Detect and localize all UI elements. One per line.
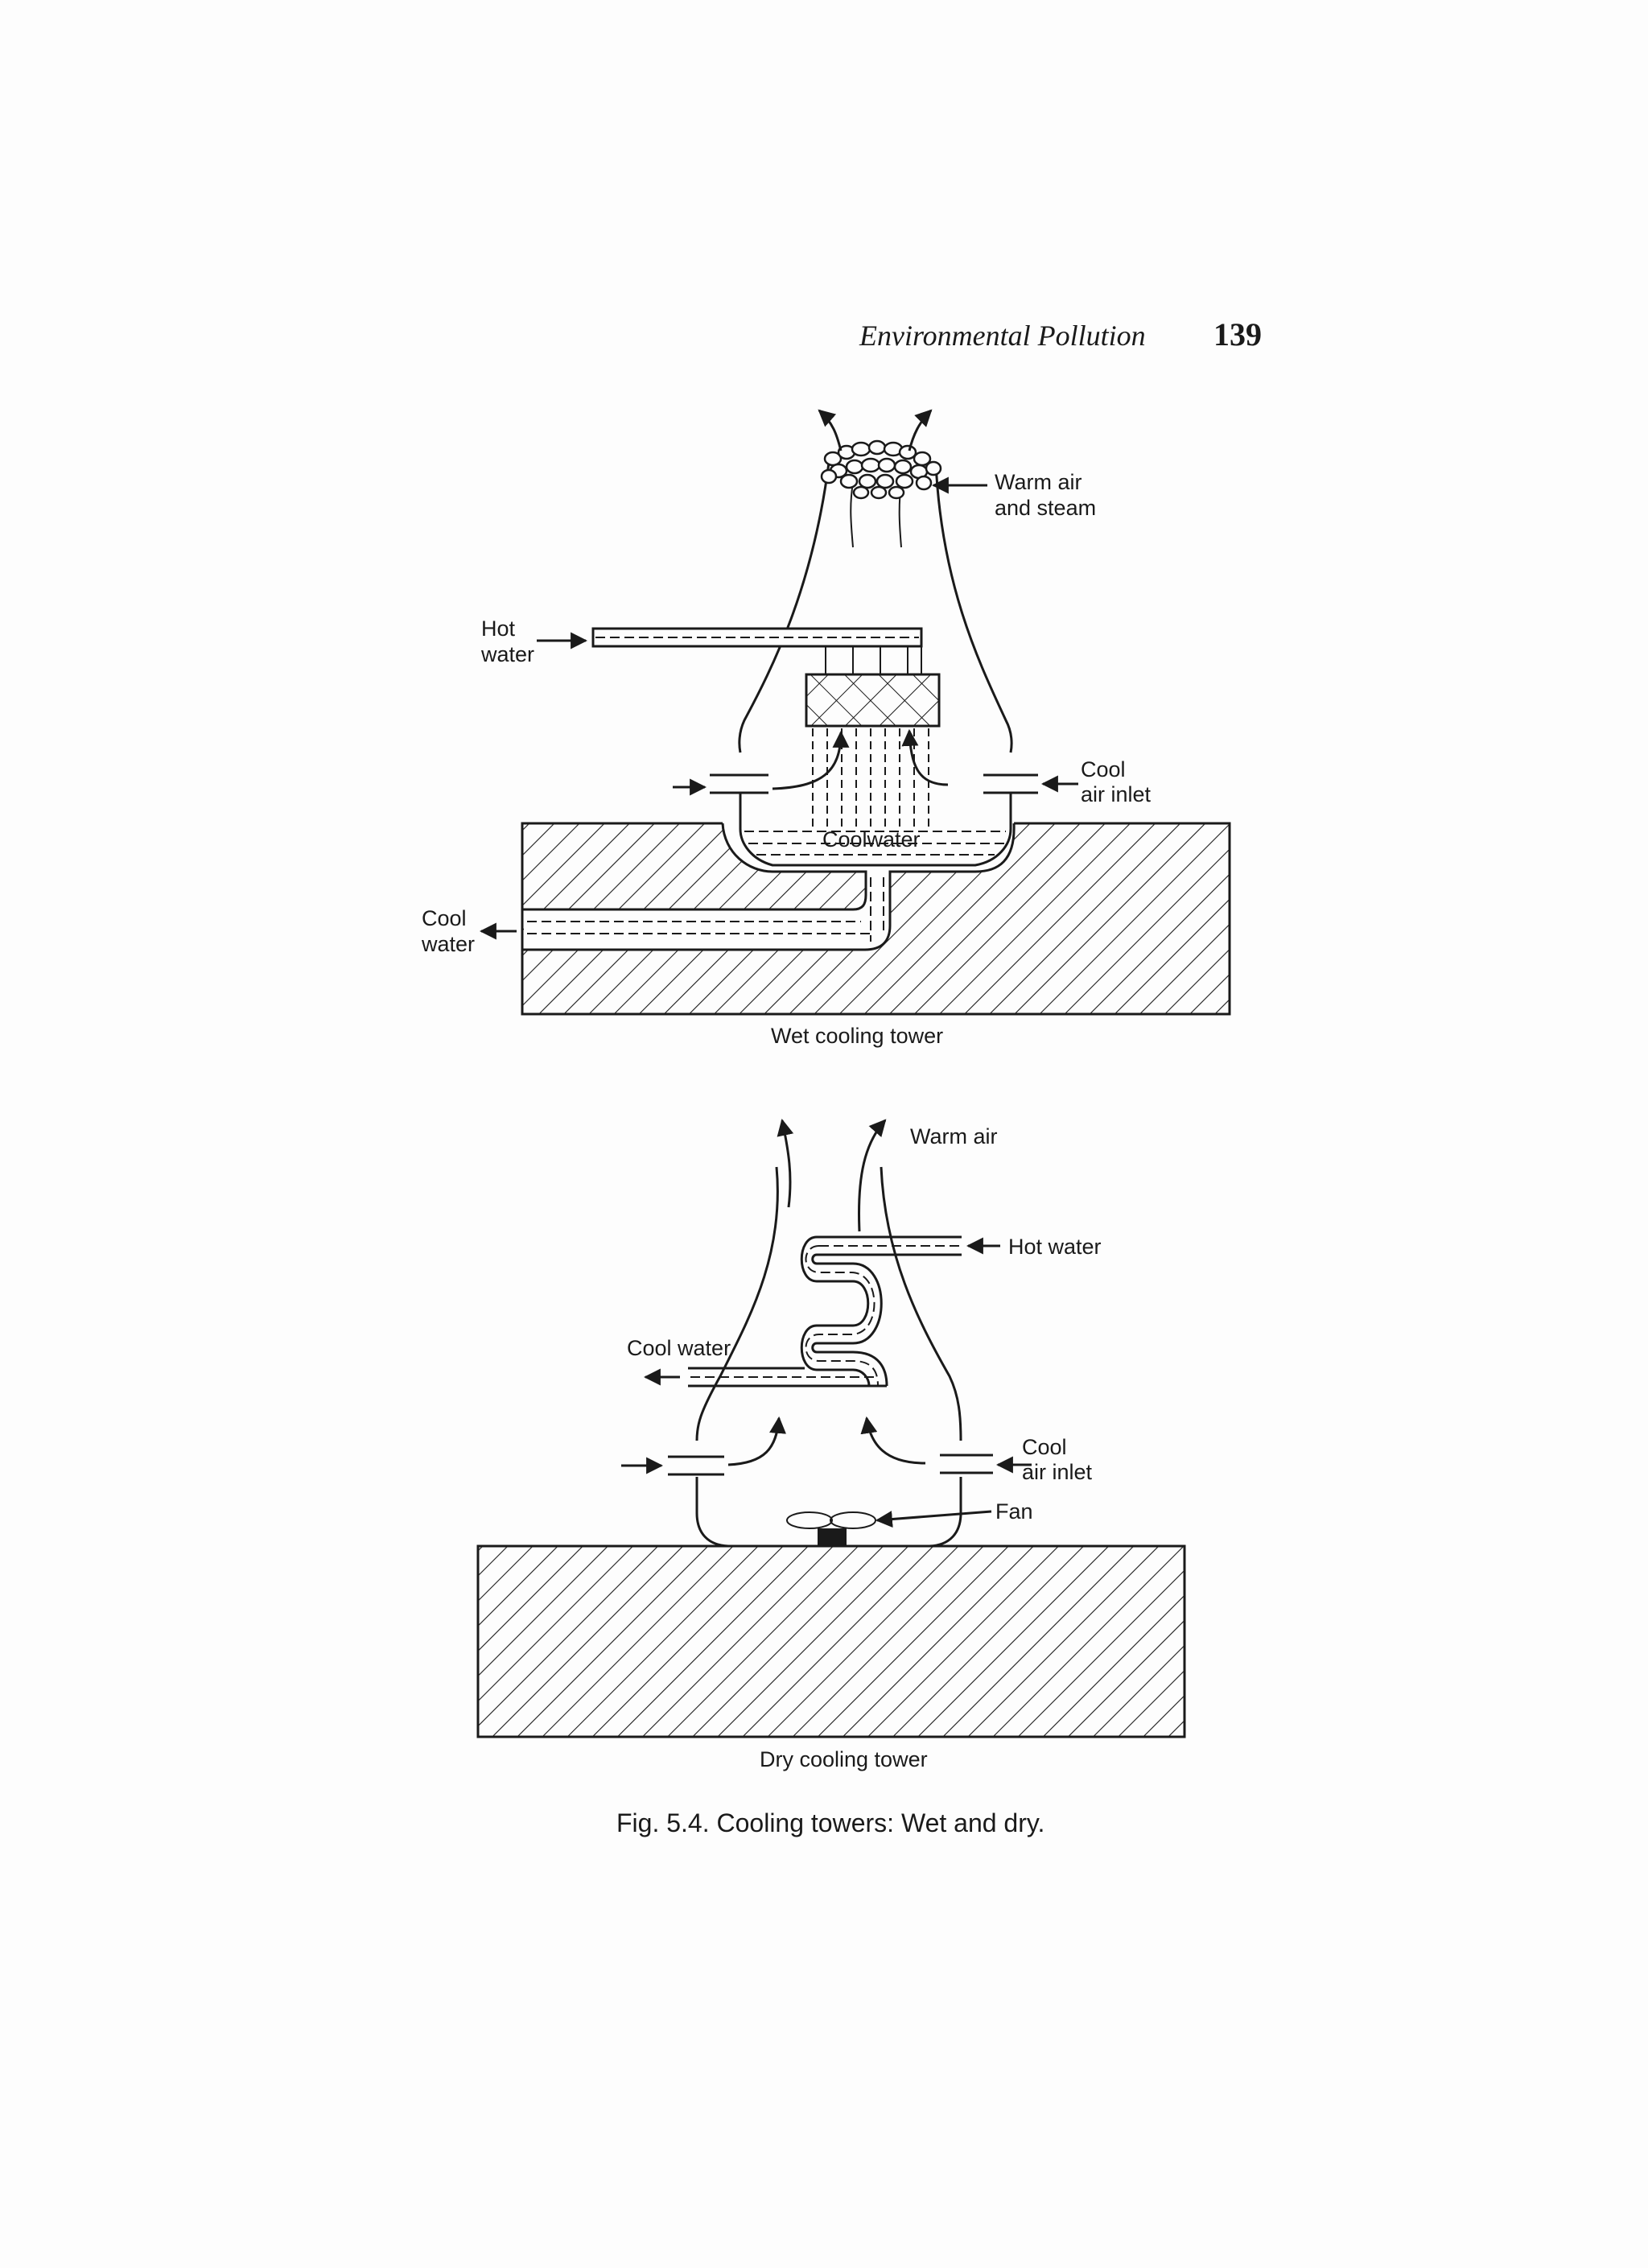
running-title: Environmental Pollution (859, 320, 1146, 352)
dry-airflow-arrow-right (860, 1416, 926, 1465)
heat-exchanger-coil (800, 1235, 888, 1387)
steam-arrow-right (908, 409, 933, 452)
cool-water-out-label-2: water (421, 932, 475, 956)
fill-packing (805, 673, 941, 728)
wet-tower-caption: Wet cooling tower (771, 1024, 943, 1048)
dry-cool-air-label-1: Cool (1022, 1435, 1067, 1459)
hot-water-label-1: Hot (481, 616, 516, 641)
wet-airflow-arrow-right (901, 728, 949, 786)
warm-air-steam-label-1: Warm air (995, 470, 1082, 494)
wet-air-inlet-right (983, 773, 1078, 794)
steam-cloud (820, 439, 942, 500)
dry-hot-water-pipe (817, 1235, 962, 1256)
dry-cool-water-pipe (688, 1367, 887, 1388)
wet-ground-block (521, 822, 1231, 1016)
dry-warm-air-label: Warm air (910, 1124, 998, 1148)
dry-hot-water-label: Hot water (1008, 1235, 1102, 1259)
fan-arrow (875, 1510, 992, 1528)
dry-warm-air-arrow-left (777, 1118, 794, 1208)
dry-tower-caption: Dry cooling tower (760, 1747, 928, 1771)
dry-airflow-arrow-left (727, 1416, 786, 1466)
dry-air-inlet-left (621, 1455, 724, 1476)
dry-cool-water-label: Cool water (627, 1336, 731, 1360)
wet-tower-shell (738, 462, 1013, 867)
wet-hot-water-pipe (591, 627, 923, 674)
page-number: 139 (1213, 316, 1262, 353)
dry-cooling-tower: Warm air Hot water Cool water Cool air i… (476, 1118, 1186, 1771)
cool-water-basin (527, 831, 1006, 942)
wet-cool-air-label-1: Cool (1081, 757, 1126, 781)
wet-cooling-tower: Warm air and steam Hot water Cool air in… (421, 409, 1231, 1048)
cool-water-out-label-1: Cool (422, 906, 467, 930)
figure-caption: Fig. 5.4. Cooling towers: Wet and dry. (616, 1808, 1044, 1837)
warm-air-steam-label-2: and steam (995, 496, 1096, 520)
dry-air-inlet-right (940, 1454, 1032, 1474)
falling-water (812, 728, 929, 829)
coolwater-basin-label: Coolwater (822, 827, 921, 852)
wet-cool-air-label-2: air inlet (1081, 782, 1152, 806)
dry-tower-shell (695, 1166, 962, 1548)
wet-airflow-arrow-left (772, 730, 850, 790)
wet-air-inlet-left (673, 773, 768, 796)
dry-warm-air-arrow-right (858, 1119, 887, 1232)
fan-label: Fan (995, 1499, 1033, 1524)
fan-icon (786, 1511, 876, 1546)
dry-ground-block (476, 1544, 1186, 1738)
steam-arrow-left (818, 409, 843, 452)
hot-water-label-2: water (480, 642, 534, 666)
dry-cool-air-label-2: air inlet (1022, 1460, 1093, 1484)
